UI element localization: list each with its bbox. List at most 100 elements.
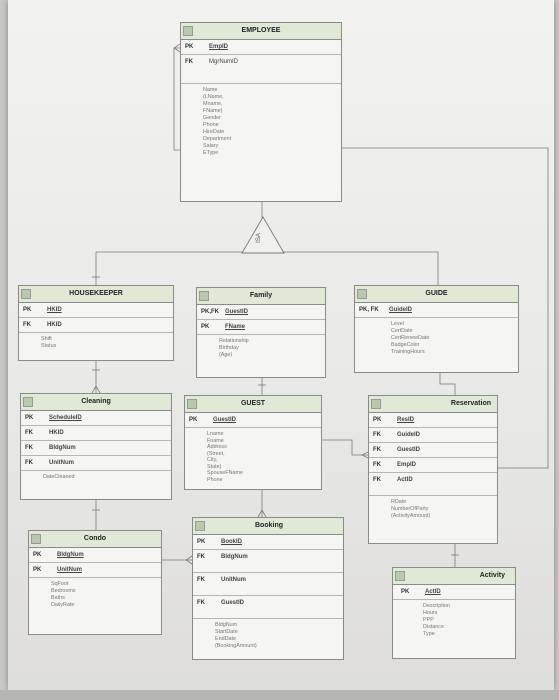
attribute: Distance (423, 624, 444, 630)
entity-employee[interactable]: EMPLOYEE PK EmpID FK MgrNumID Name (LName,… (180, 22, 342, 202)
entity-booking-header: Booking (193, 518, 343, 535)
key-type: FK (373, 462, 381, 468)
entity-employee-header: EMPLOYEE (181, 23, 341, 40)
key-row: FK BldgNum (21, 441, 171, 456)
attribute: Salary (203, 143, 219, 149)
key-type: FK (197, 554, 205, 560)
attribute: SqFoot (51, 581, 69, 587)
attribute: City, (207, 457, 218, 463)
key-name: ActID (425, 589, 441, 595)
key-row: PK EmpID (181, 40, 341, 55)
key-type: FK (185, 59, 193, 65)
attribute: Hours (423, 610, 438, 616)
attribute: State) (207, 463, 222, 470)
attribute-list: Relationship Birthday (Age) (197, 335, 325, 359)
entity-reservation-header: Reservation (369, 396, 497, 413)
key-name: ActID (397, 477, 413, 483)
entity-activity-title: Activity (479, 572, 505, 579)
key-name: UnitNum (49, 460, 74, 466)
attribute: Bedrooms (51, 588, 76, 594)
entity-guide-title: GUIDE (425, 290, 448, 297)
key-row: FK GuestID (193, 596, 343, 619)
attribute: PPP (423, 617, 434, 623)
key-type: FK (25, 430, 33, 436)
entity-reservation-title: Reservation (450, 400, 491, 407)
key-name: MgrNumID (209, 59, 239, 65)
attribute: (LName, (203, 94, 224, 100)
key-type: FK (25, 445, 33, 451)
attribute: Baths (51, 595, 65, 601)
attribute-list: Name (LName, Mname, FName) Gender Phone … (181, 84, 341, 157)
key-name: BldgNum (49, 445, 76, 451)
key-name: GuideID (397, 432, 421, 438)
attribute: RDate (391, 499, 407, 505)
entity-housekeeper-header: HOUSEKEEPER (19, 286, 173, 303)
attribute: CertRenewDate (391, 335, 430, 341)
attribute: DailyRate (51, 602, 75, 608)
key-type: FK (23, 322, 31, 328)
entity-activity-header: Activity (393, 568, 515, 585)
attribute: CertDate (391, 328, 413, 334)
entity-icon (395, 571, 405, 581)
attribute-list: Lname Fname Address (Street, City, State… (185, 428, 321, 483)
entity-guest-header: GUEST (185, 396, 321, 413)
entity-icon (195, 521, 205, 531)
key-type: PK,FK (201, 309, 219, 315)
attribute: Fname (207, 437, 224, 444)
key-type: FK (373, 432, 381, 438)
key-name: EmpID (209, 44, 229, 50)
attribute: Phone (203, 122, 219, 128)
attribute: Level (391, 321, 404, 327)
key-name: BldgNum (221, 554, 248, 560)
attribute: (Street, (207, 450, 225, 457)
attribute: BadgeColor (391, 342, 420, 348)
attribute: Relationship (219, 338, 249, 344)
attribute: Description (423, 603, 450, 609)
entity-family-title: Family (249, 292, 273, 299)
key-type: PK (185, 44, 194, 50)
entity-guest-title: GUEST (240, 400, 266, 407)
key-type: PK (401, 589, 410, 595)
key-type: PK (201, 324, 210, 330)
attribute: Address (207, 444, 227, 450)
key-name: GuideID (389, 307, 413, 313)
key-row: FK GuestID (369, 443, 497, 458)
attribute: SpouseFName (207, 470, 243, 476)
key-type: PK (33, 567, 42, 573)
key-row: PK ActID (393, 585, 515, 600)
key-type: PK (23, 307, 32, 313)
entity-cleaning-title: Cleaning (81, 398, 111, 405)
entity-cleaning-header: Cleaning (21, 394, 171, 411)
entity-icon (357, 289, 367, 299)
key-name: FName (225, 324, 246, 330)
entity-guide-header: GUIDE (355, 286, 518, 303)
key-type: PK (33, 552, 42, 558)
entity-activity[interactable]: Activity PK ActID Description Hours PPP D… (392, 567, 516, 659)
key-type: FK (197, 600, 205, 606)
key-name: GuestID (221, 600, 245, 606)
key-name: GuestID (397, 447, 421, 453)
key-row: FK GuideID (369, 428, 497, 443)
attribute: Phone (207, 476, 223, 483)
entity-icon (21, 289, 31, 299)
key-type: FK (373, 447, 381, 453)
attribute: Name (203, 87, 218, 93)
